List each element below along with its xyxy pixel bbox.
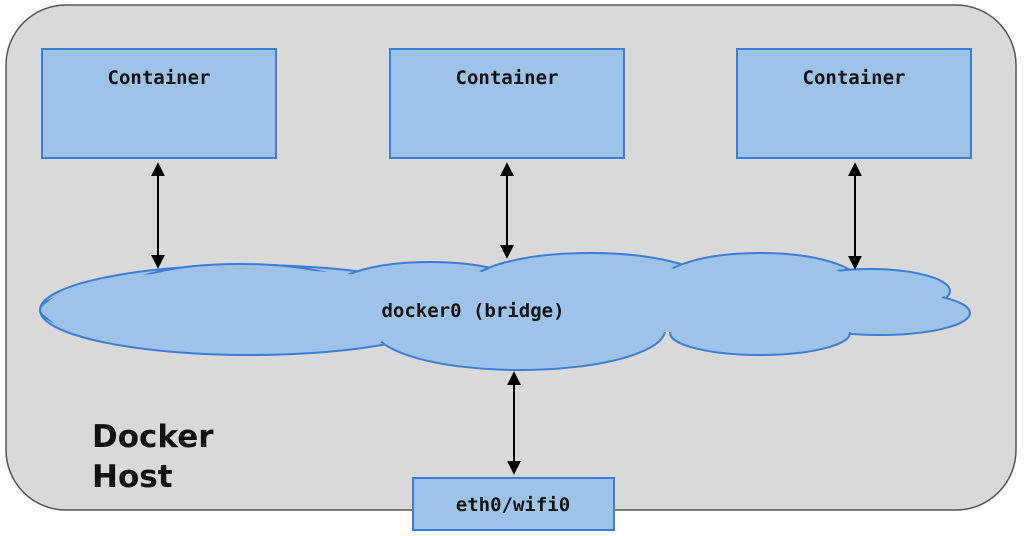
container-2: Container [389,48,625,159]
docker-host-label-line1: Docker [92,419,214,455]
container-box [736,48,972,159]
container-3: Container [736,48,972,159]
container-label: Container [803,67,906,89]
interface-eth0: eth0/wifi0 [412,477,615,531]
bridge-cloud-fill [44,260,964,364]
interface-label: eth0/wifi0 [456,494,570,516]
container-box [389,48,625,159]
docker-host-label-line2: Host [92,459,173,495]
container-label: Container [456,67,559,89]
interface-box [412,477,615,531]
container-label: Container [108,67,211,89]
bridge-label: docker0 (bridge) [381,300,564,322]
container-box [41,48,277,159]
container-1: Container [41,48,277,159]
